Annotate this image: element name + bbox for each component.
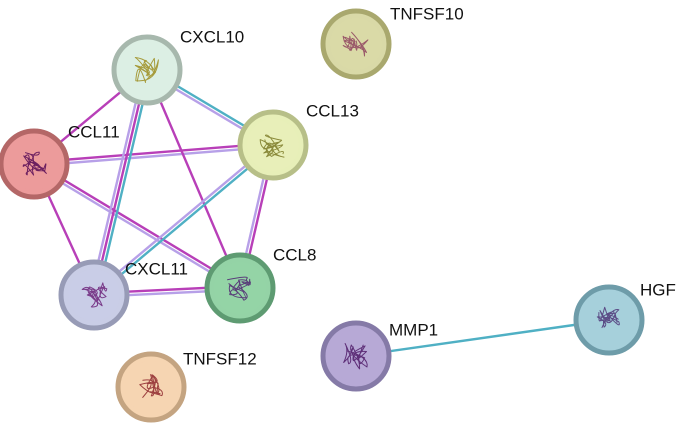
protein-structure-icon — [81, 282, 108, 308]
node-ccl8[interactable] — [204, 252, 276, 324]
node-inner-fill — [68, 269, 120, 321]
node-inner-fill — [330, 330, 382, 382]
node-ccl13[interactable] — [237, 109, 309, 181]
node-label: CXCL11 — [125, 259, 188, 278]
edge-line — [33, 161, 243, 288]
edge-line — [32, 142, 275, 164]
node-cxcl10[interactable] — [111, 34, 183, 106]
edge-MMP1-HGF — [354, 318, 611, 358]
node-tnfsf10[interactable] — [320, 8, 392, 80]
node-mmp1[interactable] — [320, 320, 392, 392]
node-label: TNFSF10 — [390, 4, 464, 23]
protein-structure-icon — [259, 134, 285, 158]
node-label: CXCL10 — [180, 27, 244, 46]
protein-structure-icon — [139, 374, 163, 398]
node-tnfsf12[interactable] — [115, 351, 187, 423]
node-inner-fill — [330, 18, 382, 70]
protein-structure-icon — [22, 151, 47, 176]
node-label: HGF — [640, 280, 676, 299]
edge-CCL11-CCL13 — [32, 142, 275, 167]
protein-structure-icon — [134, 57, 159, 83]
node-ccl11[interactable] — [0, 128, 70, 200]
node-hgf[interactable] — [573, 284, 645, 356]
edge-line — [91, 142, 274, 295]
node-label: CCL13 — [306, 101, 359, 120]
edge-line — [31, 164, 241, 291]
edge-CXCL10-CXCL11 — [89, 67, 152, 298]
edge-line — [89, 67, 145, 296]
protein-structure-icon — [342, 31, 369, 57]
protein-structure-icon — [227, 276, 251, 301]
edge-CCL11-CCL8 — [31, 161, 243, 291]
edge-line — [32, 145, 275, 167]
edge-line — [354, 318, 611, 358]
edge-layer — [31, 67, 611, 358]
protein-structure-icon — [596, 306, 620, 329]
edge-line — [96, 69, 152, 298]
edge-CXCL10-CCL8 — [145, 68, 242, 290]
edge-CCL13-CXCL11 — [91, 142, 276, 298]
edge-line — [92, 68, 149, 297]
edge-line — [93, 145, 276, 298]
node-layer — [0, 8, 645, 423]
node-label: CCL8 — [273, 245, 316, 264]
node-cxcl11[interactable] — [58, 259, 130, 331]
node-inner-fill — [125, 361, 177, 413]
node-label: TNFSF12 — [183, 349, 257, 368]
edge-line — [145, 68, 242, 290]
node-label: MMP1 — [389, 320, 438, 339]
protein-structure-icon — [343, 343, 368, 370]
node-label: CCL11 — [68, 122, 120, 141]
